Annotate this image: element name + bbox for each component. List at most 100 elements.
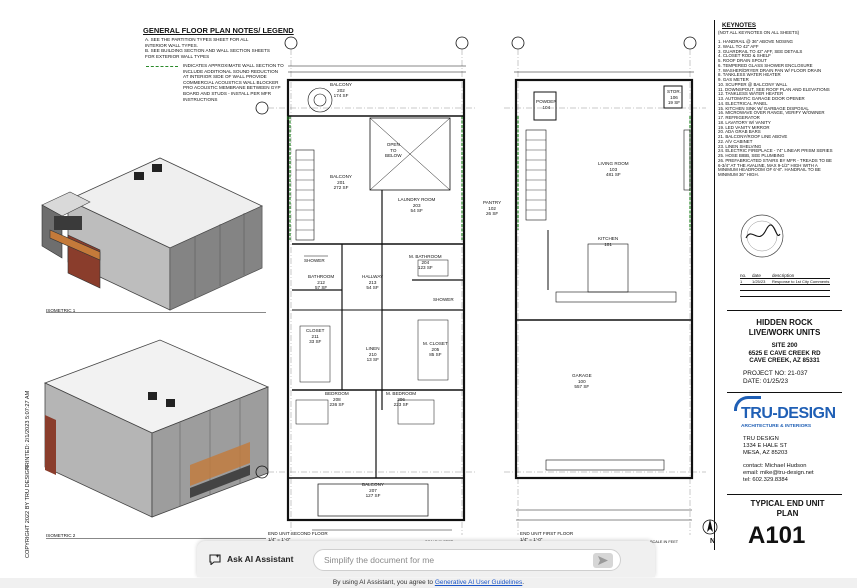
keynote-item: 16. MICROWAVE OVER RANGE, VERIFY W/OWNER xyxy=(718,110,825,116)
title-block-rule xyxy=(727,392,842,393)
project-line: HIDDEN ROCK xyxy=(756,318,813,327)
rev-col-date: date xyxy=(752,273,761,278)
general-notes: A. SEE THE PARTITION TYPES SHEET FOR ALL… xyxy=(145,37,270,59)
revision-row: 1 1/25/23 Response to 1st City Comments xyxy=(740,279,830,285)
room-powder: POWDER 104 xyxy=(536,99,557,110)
iso2-underline xyxy=(46,538,266,539)
keynote-item: 3. GUARDRAIL TO 42" AFF, SEE DETAILS xyxy=(718,48,803,54)
copyright-text: COPYRIGHT 2022 BY TRU DESIGN xyxy=(25,465,31,558)
logo-arc-icon xyxy=(734,396,761,411)
project-date: DATE: 01/25/23 xyxy=(743,378,788,385)
keynote-item: 7. WASHER/DRYER DRAIN PAN W/ FLOOR DRAIN xyxy=(718,67,822,73)
ai-disclaimer: By using AI Assistant, you agree to Gene… xyxy=(0,578,857,588)
room-hallway: HALLWAY 213 54 SF xyxy=(362,274,384,291)
sheet-title-line: PLAN xyxy=(776,509,799,518)
keynote-item: 22. A/V CABINET xyxy=(718,138,753,144)
room-kitchen: KITCHEN 101 xyxy=(598,236,619,247)
first-floor-plan xyxy=(504,36,706,535)
keynote-item: 17. REFRIGERATOR xyxy=(718,115,760,120)
firm-logo-subtitle: ARCHITECTURE & INTERIORS xyxy=(741,424,812,429)
revision-empty-row xyxy=(740,291,830,297)
isometric-2-drawing xyxy=(43,339,270,518)
keynote-item: 2. WALL TO 42" AFF xyxy=(718,43,759,49)
legend-line: BOARD AND STUDS - INSTALL PER MFR xyxy=(183,90,272,96)
plan1-scale-note: SCALE IN FEET xyxy=(650,540,679,544)
note-line: B. SEE BUILDING SECTION AND WALL SECTION… xyxy=(145,48,270,54)
keynote-item: 25. HOSE BIBB, SEE PLUMBING xyxy=(718,153,785,158)
rev-cell: 1 xyxy=(740,279,743,284)
keynote-item: 8. TANKLESS WATER HEATER xyxy=(718,72,781,78)
room-balcony-207: BALCONY 207 127 SF xyxy=(362,482,384,499)
revision-table: no. date description 1 1/25/23 Response … xyxy=(740,273,830,297)
sheet-title-line: TYPICAL END UNIT xyxy=(750,499,825,508)
room-living: LIVING ROOM 103 481 SF xyxy=(598,161,629,178)
room-stor: STOR. 106 19 SF xyxy=(667,89,681,106)
room-bedroom: BEDROOM 208 236 SF xyxy=(325,391,349,408)
send-icon xyxy=(598,556,608,565)
guidelines-link[interactable]: Generative AI User Guidelines xyxy=(434,579,523,586)
legend-line: INDICATES APPROXIMATE WALL SECTION TO xyxy=(183,63,284,68)
north-arrow-icon xyxy=(702,519,718,535)
address-line: 6525 E CAVE CREEK RD xyxy=(748,349,821,357)
contact-line: tel: 602.329.8384 xyxy=(743,477,788,483)
ai-prompt-input[interactable] xyxy=(313,549,621,571)
keynote-item: MINIMUM 36" HIGH. xyxy=(718,172,759,177)
keynote-item: 11. DOWNSPOUT, SEE ROOF PLAN AND ELEVATI… xyxy=(718,86,830,92)
plan2-scale: 1/4" = 1'-0" xyxy=(268,537,291,542)
keynote-item: MINIMUM HEADROOM OF 6'-8". HANDRAIL TO B… xyxy=(718,167,821,173)
sheet-number: A101 xyxy=(748,522,806,549)
keynote-item: 19. LED VANITY MIRROR xyxy=(718,124,770,130)
legend-line: COMMERCIAL ACOUSTICS WALL BLOCKER xyxy=(183,79,279,85)
revision-header: no. date description xyxy=(740,273,830,279)
plan1-scale: 1/4" = 1'-0" xyxy=(520,537,543,542)
firm-line: MESA, AZ 85203 xyxy=(743,450,788,456)
keynote-item: 21. BALCONY/ROOF LINE ABOVE xyxy=(718,134,788,139)
keynote-item: 24. ELECTRIC FIREPLACE - 74" LINEAR PRIS… xyxy=(718,148,833,154)
keynote-item: 13. AUTOMATIC GARAGE DOOR OPENER xyxy=(718,96,805,101)
note-line: A. SEE THE PARTITION TYPES SHEET FOR ALL xyxy=(145,37,249,42)
legend-line: INSTRUCTIONS xyxy=(183,96,218,102)
legend-line: AT INTERIOR SIDE OF WALL PROVIDE xyxy=(183,74,267,80)
firm-logo: TRU-DESIGN xyxy=(741,405,836,422)
legend-green-line xyxy=(146,66,178,67)
ai-assistant-label[interactable]: Ask AI Assistant xyxy=(227,554,294,564)
disclaimer-text: By using AI Assistant, you agree to xyxy=(332,579,435,586)
keynote-item: 9. GAS METER xyxy=(718,77,749,82)
iso2-label: ISOMETRIC 2 xyxy=(46,533,76,538)
firm-line: 1334 E HALE ST xyxy=(743,443,788,449)
legend-line: PRO ACOUSTIC MEMBRANE BETWEEN GYP xyxy=(183,85,281,91)
sheet-title: TYPICAL END UNIT PLAN xyxy=(735,499,840,519)
north-label: N xyxy=(710,538,716,545)
project-line: LIVE/WORK UNITS xyxy=(748,328,821,337)
iso1-label: ISOMETRIC 1 xyxy=(46,308,76,313)
room-garage: GARAGE 100 557 SF xyxy=(572,373,592,390)
isometric-1-drawing xyxy=(41,157,263,311)
room-pantry: PANTRY 102 26 SF xyxy=(483,200,502,217)
keynote-item: 20. ADA GRAB BARS xyxy=(718,129,761,135)
address-line: CAVE CREEK, AZ 85331 xyxy=(749,357,820,364)
keynote-item: 6-3/4" AT THE AVALINE, MAX 9-1/2" HIGH W… xyxy=(718,162,818,168)
legend-text: INDICATES APPROXIMATE WALL SECTION TO IN… xyxy=(183,63,284,102)
keynote-item: 14. ELECTRICAL PANEL xyxy=(718,100,768,106)
project-number: PROJECT NO: 21-037 xyxy=(743,370,808,377)
room-linen: LINEN 210 13 SF xyxy=(366,346,380,363)
disclaimer-suffix: . xyxy=(522,579,525,586)
room-m-bathroom: M. BATHROOM 204 123 SF xyxy=(409,254,442,271)
room-m-bedroom: M. BEDROOM 206 223 SF xyxy=(386,391,417,408)
firm-address: TRU DESIGN 1334 E HALE ST MESA, AZ 85203 xyxy=(743,436,787,457)
second-floor-plan xyxy=(255,36,477,535)
room-m-closet: M. CLOSET 205 85 SF xyxy=(423,341,448,358)
keynotes-subtitle: (NOT ALL KEYNOTES ON ALL SHEETS) xyxy=(718,30,800,35)
keynote-item: 26. PREFABRICATED STAIRS BY MFR - TREADS… xyxy=(718,157,832,163)
shower-label-2: SHOWER xyxy=(433,297,454,302)
send-button[interactable] xyxy=(593,553,613,568)
note-line: INTERIOR WALL TYPES. xyxy=(145,42,198,48)
ai-assistant-icon xyxy=(209,554,221,565)
keynotes-list: 1. HANDRAIL @ 36" ABOVE NOSING 2. WALL T… xyxy=(718,39,833,178)
keynote-item: 5. ROOF DRAIN SPOUT xyxy=(718,58,767,63)
printed-stamp: PRINTED: 2/1/2023 5:07:27 AM xyxy=(25,390,31,470)
keynote-item: 23. LINEN SHELVING xyxy=(718,143,762,149)
project-address: SITE 200 6525 E CAVE CREEK RD CAVE CREEK… xyxy=(727,342,842,365)
keynote-item: 6. TEMPERED GLASS SHOWER ENCLOSURE xyxy=(718,62,813,68)
